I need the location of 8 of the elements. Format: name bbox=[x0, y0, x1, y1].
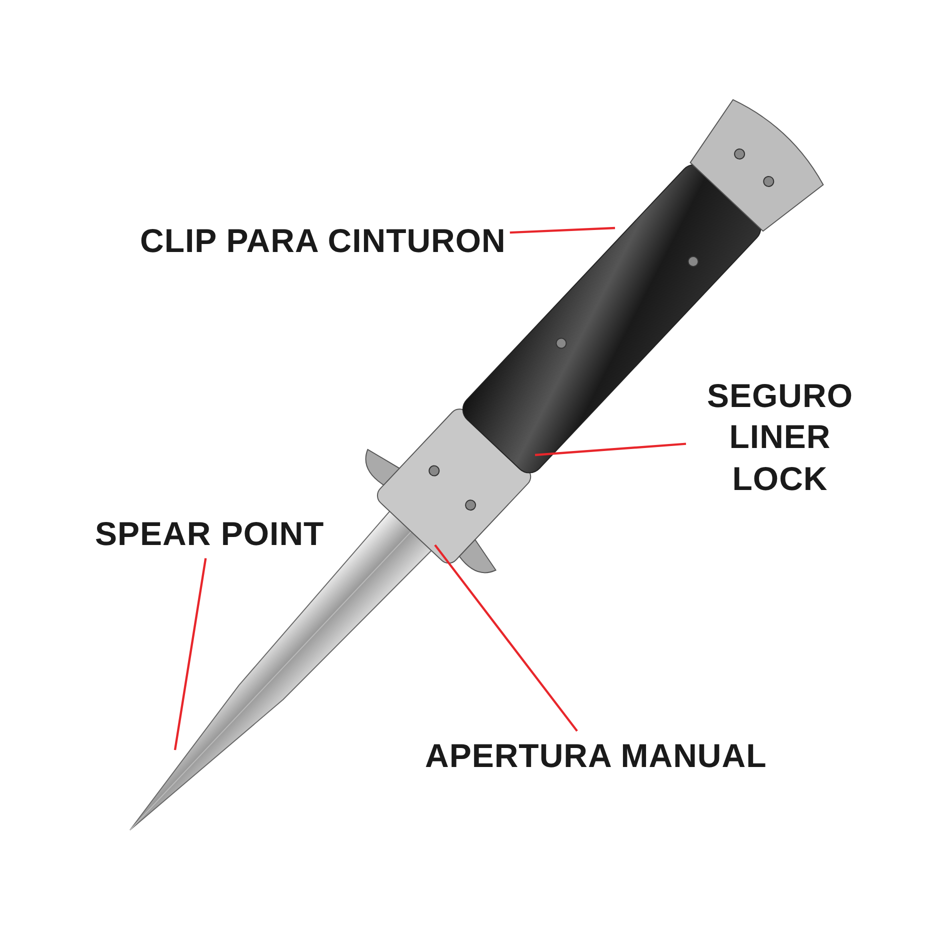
callout-label: CLIP PARA CINTURON bbox=[140, 222, 506, 259]
leader-line bbox=[434, 544, 578, 732]
leader-line bbox=[174, 558, 207, 750]
callout-label: SEGURO LINER LOCK bbox=[706, 377, 854, 496]
callout-label: SPEAR POINT bbox=[95, 515, 324, 552]
callout-label: APERTURA MANUAL bbox=[425, 737, 767, 774]
leader-line bbox=[534, 442, 686, 456]
leader-line bbox=[510, 226, 616, 234]
